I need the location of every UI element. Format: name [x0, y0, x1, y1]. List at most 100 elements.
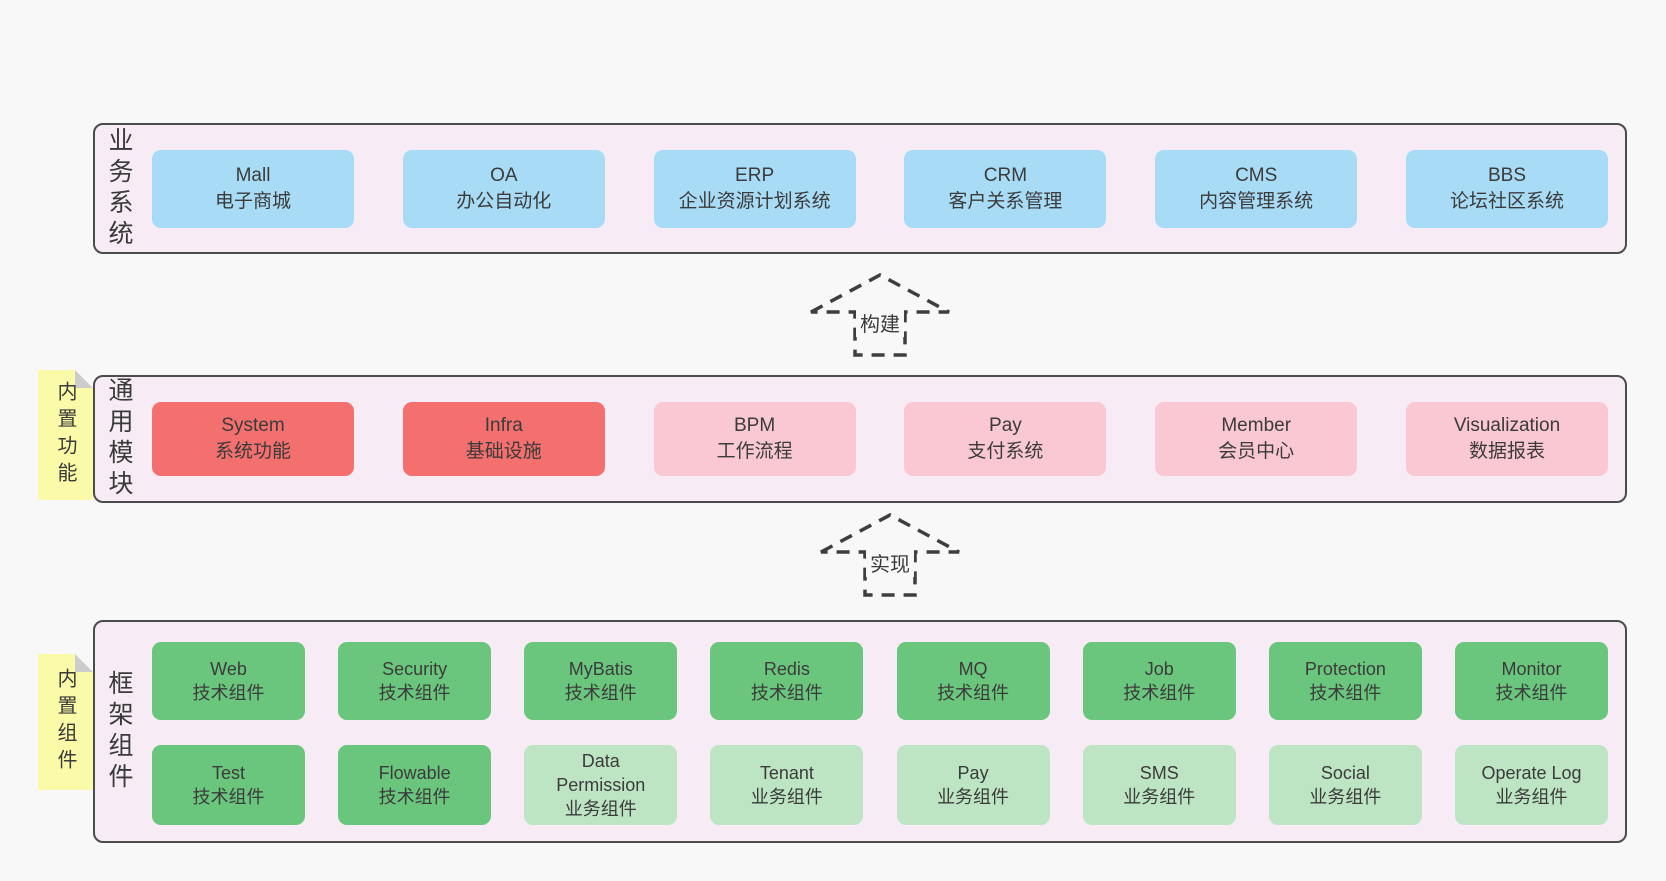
box-operate-log: Operate Log 业务组件 [1454, 745, 1608, 825]
components-row-biz: Test 技术组件 Flowable 技术组件 Data Permission … [152, 745, 1608, 825]
dashed-up-arrow-icon [820, 513, 960, 597]
box-title: OA [490, 164, 518, 186]
box-subtitle: 业务组件 [750, 787, 823, 807]
box-subtitle: 技术组件 [192, 683, 265, 703]
box-test: Test 技术组件 [152, 745, 305, 825]
arrow-build: 构建 [808, 272, 952, 358]
box-title: Monitor [1501, 658, 1562, 679]
box-title: MyBatis [568, 658, 633, 679]
box-security: Security 技术组件 [338, 642, 492, 720]
box-title: Pay [957, 762, 989, 783]
box-subtitle: 技术组件 [1309, 683, 1382, 703]
box-subtitle: 技术组件 [378, 787, 451, 807]
box-title: Member [1221, 415, 1292, 437]
box-title: Data Permission [556, 750, 646, 795]
box-mybatis: MyBatis 技术组件 [524, 642, 678, 720]
box-subtitle: 技术组件 [1123, 683, 1196, 703]
box-subtitle: 内容管理系统 [1199, 190, 1314, 212]
box-subtitle: 客户关系管理 [948, 190, 1063, 212]
box-title: Tenant [759, 762, 814, 783]
box-oa: OA 办公自动化 [402, 149, 605, 228]
box-mq: MQ 技术组件 [896, 642, 1050, 720]
box-title: Visualization [1453, 415, 1561, 437]
box-subtitle: 业务组件 [937, 787, 1010, 807]
box-title: MQ [958, 658, 988, 679]
box-title: Protection [1304, 658, 1386, 679]
dashed-up-arrow-icon [810, 273, 950, 357]
box-subtitle: 技术组件 [1495, 683, 1568, 703]
components-row-tech: Web 技术组件 Security 技术组件 MyBatis 技术组件 Redi… [152, 642, 1608, 720]
box-title: Test [211, 762, 245, 783]
box-title: System [221, 415, 285, 437]
box-monitor: Monitor 技术组件 [1454, 642, 1608, 720]
box-subtitle: 业务组件 [1123, 787, 1196, 807]
box-flowable: Flowable 技术组件 [338, 745, 492, 825]
box-title: Social [1320, 762, 1370, 783]
business-boxes-row: Mall 电子商城 OA 办公自动化 ERP 企业资源计划系统 CRM 客户关系… [152, 125, 1608, 252]
box-subtitle: 基础设施 [465, 441, 542, 462]
box-title: Infra [484, 415, 523, 437]
box-title: Operate Log [1481, 762, 1582, 783]
layer-modules-label: 通用模块 [105, 377, 133, 501]
layer-business-systems: 业务系统 Mall 电子商城 OA 办公自动化 ERP 企业资源计划系统 CRM… [93, 123, 1627, 254]
box-title: Web [210, 658, 247, 679]
box-title: CRM [983, 164, 1028, 186]
box-subtitle: 办公自动化 [456, 190, 552, 212]
box-bbs: BBS 论坛社区系统 [1405, 149, 1608, 228]
box-subtitle: 系统功能 [214, 441, 291, 462]
box-title: Job [1144, 658, 1174, 679]
box-tenant: Tenant 业务组件 [710, 745, 864, 825]
arrow-implement-label: 实现 [866, 548, 914, 577]
box-crm: CRM 客户关系管理 [904, 149, 1107, 228]
box-data-permission: Data Permission 业务组件 [524, 745, 678, 825]
box-cms: CMS 内容管理系统 [1155, 149, 1358, 228]
box-sms: SMS 业务组件 [1082, 745, 1236, 825]
layer-framework-components: 框架组件 Web 技术组件 Security 技术组件 MyBatis 技术组件… [93, 620, 1627, 843]
modules-boxes-row: System 系统功能 Infra 基础设施 BPM 工作流程 Pay 支付系统… [152, 377, 1608, 501]
box-pay: Pay 支付系统 [904, 402, 1107, 476]
box-mall: Mall 电子商城 [152, 149, 354, 228]
box-title: BBS [1487, 164, 1526, 186]
box-subtitle: 电子商城 [214, 190, 291, 212]
box-subtitle: 业务组件 [1495, 787, 1568, 807]
box-subtitle: 技术组件 [564, 683, 637, 703]
box-system: System 系统功能 [152, 402, 354, 476]
box-subtitle: 数据报表 [1468, 441, 1545, 462]
box-bpm: BPM 工作流程 [653, 402, 856, 476]
box-title: Security [382, 658, 448, 679]
box-subtitle: 论坛社区系统 [1449, 190, 1564, 212]
note-builtin-components: 内置组件 [38, 654, 93, 790]
box-subtitle: 会员中心 [1218, 441, 1295, 462]
box-subtitle: 支付系统 [967, 441, 1044, 462]
box-title: Mall [235, 164, 271, 186]
box-member: Member 会员中心 [1155, 402, 1358, 476]
note-builtin-features-label: 内置功能 [54, 381, 76, 489]
arrow-implement: 实现 [818, 512, 962, 598]
layer-business-label: 业务系统 [105, 126, 133, 251]
box-subtitle: 技术组件 [750, 683, 823, 703]
box-pay-biz: Pay 业务组件 [896, 745, 1050, 825]
box-web: Web 技术组件 [152, 642, 305, 720]
box-title: Flowable [378, 762, 451, 783]
box-title: CMS [1235, 164, 1278, 186]
box-social: Social 业务组件 [1268, 745, 1422, 825]
box-job: Job 技术组件 [1082, 642, 1236, 720]
box-subtitle: 业务组件 [564, 799, 637, 820]
box-title: Pay [989, 415, 1022, 437]
arrow-build-label: 构建 [856, 308, 904, 337]
box-infra: Infra 基础设施 [402, 402, 605, 476]
box-subtitle: 技术组件 [937, 683, 1010, 703]
box-subtitle: 技术组件 [378, 683, 451, 703]
layer-components-label: 框架组件 [105, 669, 133, 794]
box-title: Redis [763, 658, 810, 679]
box-subtitle: 业务组件 [1309, 787, 1382, 807]
box-title: ERP [735, 164, 775, 186]
box-subtitle: 技术组件 [192, 787, 265, 807]
layer-common-modules: 通用模块 System 系统功能 Infra 基础设施 BPM 工作流程 Pay… [93, 375, 1627, 503]
box-redis: Redis 技术组件 [710, 642, 864, 720]
box-visualization: Visualization 数据报表 [1405, 402, 1608, 476]
box-title: BPM [734, 415, 776, 437]
note-builtin-components-label: 内置组件 [54, 668, 76, 776]
note-builtin-features: 内置功能 [38, 370, 93, 500]
